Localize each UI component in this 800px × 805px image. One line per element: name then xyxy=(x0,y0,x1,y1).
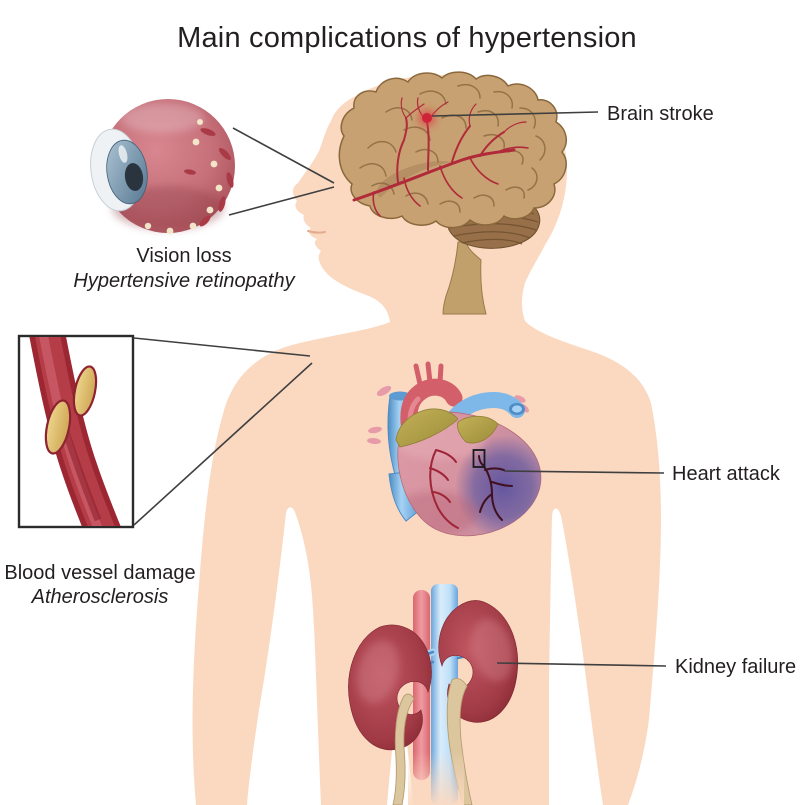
eye-callout-lines xyxy=(228,127,335,216)
vessel-callout-lines xyxy=(133,337,313,526)
vessel-callout-line-bottom xyxy=(133,362,313,526)
kidney-left xyxy=(348,624,432,751)
vision-loss-label: Vision loss xyxy=(136,245,231,267)
vessel-inset xyxy=(17,334,313,529)
vessel-core-shadow xyxy=(62,430,102,522)
mouth-line xyxy=(307,230,326,234)
eye-illustration xyxy=(90,99,335,235)
retinal-exudates xyxy=(144,119,223,235)
brain-stroke-label: Brain stroke xyxy=(607,103,714,125)
fat-patch-right xyxy=(457,415,499,444)
page-title: Main complications of hypertension xyxy=(177,22,637,54)
stroke-spot xyxy=(414,105,440,131)
vessel-callout-line-top xyxy=(133,337,311,357)
heart-callout-line xyxy=(503,470,665,474)
eye-iris-reflection xyxy=(118,145,128,163)
vessel-bottom-fade xyxy=(408,752,464,805)
coronary-arteries-occluded xyxy=(478,455,513,521)
pulmonary-opening-inner xyxy=(512,405,522,413)
plaque-right xyxy=(72,365,98,417)
brain-callout-line xyxy=(431,111,599,117)
eye-callout-line-bottom xyxy=(228,186,335,216)
eye-pupil xyxy=(124,163,144,191)
brain-illustration xyxy=(338,71,568,315)
coronary-arteries xyxy=(429,449,459,529)
kidney-callout-line xyxy=(496,662,667,667)
ureters xyxy=(392,678,473,805)
atherosclerosis-label: Atherosclerosis xyxy=(31,586,169,608)
hypertensive-retinopathy-label: Hypertensive retinopathy xyxy=(73,270,295,292)
brain-sylvian-shade xyxy=(377,161,452,198)
kidneys-illustration xyxy=(348,584,667,805)
fat-patch-left xyxy=(395,408,459,448)
plaque-left xyxy=(44,399,72,455)
blood-vessel-damage-label: Blood vessel damage xyxy=(4,562,195,584)
occlusion-marker xyxy=(472,449,486,468)
eye-globe-highlight xyxy=(120,103,204,133)
ureter-left xyxy=(392,693,415,805)
eye-callout-line-top xyxy=(232,127,335,184)
brainstem xyxy=(442,241,487,315)
retinal-hemorrhages xyxy=(184,128,234,227)
ureter-right xyxy=(446,678,473,805)
kidney-failure-label: Kidney failure xyxy=(675,656,796,678)
vessel-illustration xyxy=(29,337,121,526)
heart-attack-label: Heart attack xyxy=(672,463,781,485)
